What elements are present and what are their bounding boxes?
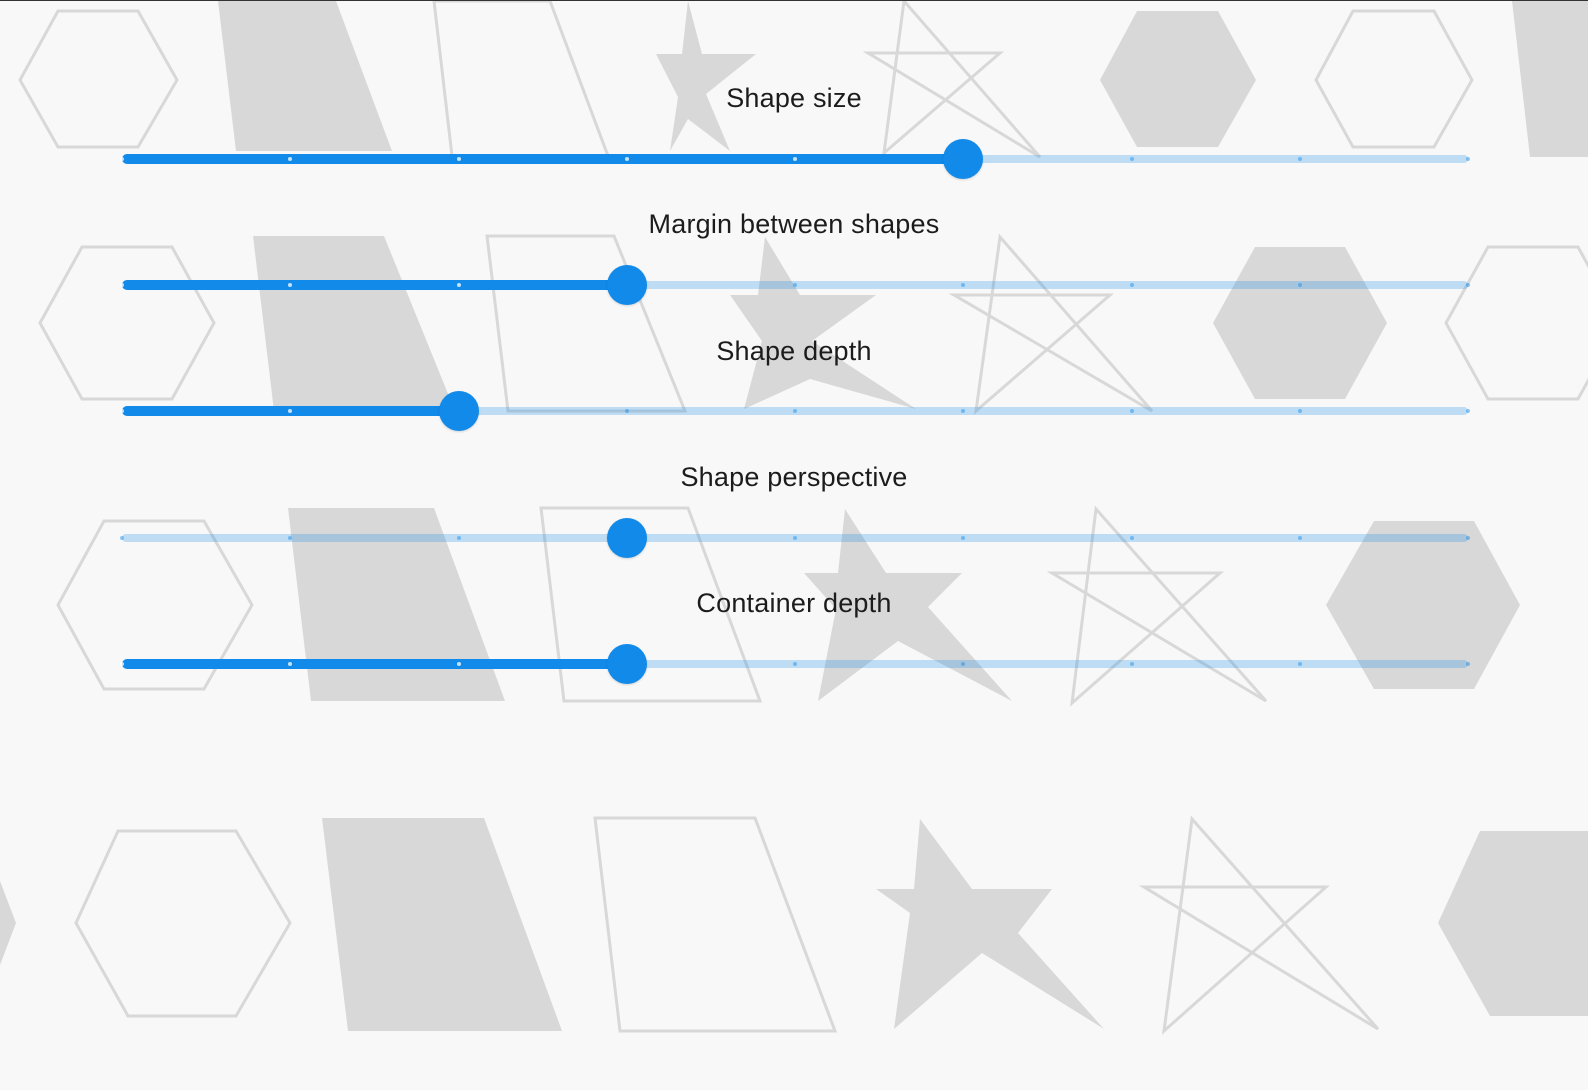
star-filled-icon bbox=[656, 1, 756, 151]
slider-track-active bbox=[122, 659, 627, 669]
shape-depth-slider[interactable] bbox=[120, 391, 1470, 431]
trapezoid-outline-icon bbox=[593, 816, 838, 1033]
slider-tick bbox=[288, 283, 293, 287]
trapezoid-outline-icon bbox=[485, 234, 688, 413]
trapezoid-outline-icon bbox=[539, 506, 763, 703]
shapes-row-1 bbox=[18, 1, 1588, 159]
container-depth-label: Container depth bbox=[696, 588, 892, 618]
slider-tick bbox=[456, 157, 461, 161]
shapes-row-3 bbox=[56, 505, 1520, 707]
trapezoid-filled-icon bbox=[1512, 1, 1588, 157]
slider-tick bbox=[288, 662, 293, 666]
margin-between-shapes-slider[interactable] bbox=[120, 265, 1470, 305]
slider-thumb[interactable] bbox=[606, 644, 647, 684]
slider-tick bbox=[624, 409, 629, 413]
slider-tick bbox=[961, 536, 966, 540]
slider-tick bbox=[1129, 157, 1134, 161]
slider-tick bbox=[1129, 409, 1134, 413]
slider-tick bbox=[120, 157, 124, 161]
slider-track-inactive bbox=[122, 534, 1468, 542]
slider-tick bbox=[456, 536, 461, 540]
star-outline-icon bbox=[862, 1, 1042, 159]
star-filled-icon bbox=[730, 237, 916, 409]
slider-tick bbox=[1129, 536, 1134, 540]
slider-track-inactive bbox=[122, 660, 1468, 668]
slider-tick bbox=[793, 536, 797, 540]
slider-tick bbox=[120, 536, 124, 540]
slider-tick bbox=[793, 157, 797, 161]
slider-tick bbox=[1297, 536, 1302, 540]
slider-tick bbox=[793, 662, 797, 666]
hexagon-outline-icon bbox=[74, 829, 292, 1018]
slider-tick bbox=[120, 662, 124, 666]
slider-tick bbox=[1297, 283, 1302, 287]
slider-tick bbox=[120, 409, 124, 413]
hexagon-filled-icon bbox=[1326, 521, 1520, 689]
slider-track-inactive bbox=[122, 407, 1468, 415]
slider-tick bbox=[1297, 409, 1302, 413]
slider-tick bbox=[793, 409, 797, 413]
slider-tick bbox=[1466, 409, 1470, 413]
hexagon-filled-icon bbox=[0, 881, 16, 965]
shape-depth-label: Shape depth bbox=[716, 336, 872, 366]
slider-tick bbox=[1466, 283, 1470, 287]
star-outline-icon bbox=[1046, 505, 1268, 707]
star-filled-icon bbox=[876, 819, 1104, 1029]
slider-tick bbox=[288, 536, 293, 540]
trapezoid-outline-icon bbox=[432, 1, 611, 158]
slider-thumb[interactable] bbox=[606, 265, 647, 305]
shapes-row-4 bbox=[0, 815, 1588, 1035]
hexagon-filled-icon bbox=[1213, 247, 1387, 399]
margin-between-shapes-label: Margin between shapes bbox=[648, 209, 940, 239]
slider-tick bbox=[961, 283, 966, 287]
slider-tick bbox=[1466, 662, 1470, 666]
hexagon-outline-icon bbox=[56, 519, 254, 691]
slider-thumb[interactable] bbox=[438, 391, 479, 431]
slider-tick bbox=[456, 662, 461, 666]
slider-tick bbox=[1297, 662, 1302, 666]
hexagon-outline-icon bbox=[1444, 245, 1588, 401]
slider-tick bbox=[1466, 157, 1470, 161]
trapezoid-filled-icon bbox=[322, 818, 562, 1031]
star-filled-icon bbox=[804, 509, 1012, 701]
slider-tick bbox=[1129, 662, 1134, 666]
slider-tick bbox=[1466, 536, 1470, 540]
star-outline-icon bbox=[1138, 815, 1380, 1035]
container-depth-slider[interactable] bbox=[120, 644, 1470, 684]
slider-tick bbox=[120, 283, 124, 287]
hexagon-outline-icon bbox=[1314, 9, 1474, 149]
slider-track-active bbox=[122, 280, 627, 290]
slider-tick bbox=[624, 157, 629, 161]
slider-tick bbox=[1129, 283, 1134, 287]
slider-tick bbox=[961, 662, 966, 666]
shape-perspective-slider[interactable] bbox=[120, 518, 1470, 558]
slider-thumb[interactable] bbox=[943, 139, 984, 179]
shapes-row-2 bbox=[38, 233, 1588, 415]
slider-tick bbox=[456, 283, 461, 287]
hexagon-outline-icon bbox=[18, 9, 179, 149]
slider-tick bbox=[1297, 157, 1302, 161]
slider-tick bbox=[288, 157, 293, 161]
slider-tick bbox=[288, 409, 293, 413]
star-outline-icon bbox=[948, 233, 1154, 415]
hexagon-outline-icon bbox=[38, 245, 216, 401]
trapezoid-filled-icon bbox=[218, 1, 392, 151]
shape-size-label: Shape size bbox=[726, 83, 862, 113]
trapezoid-filled-icon bbox=[288, 508, 505, 701]
shape-perspective-label: Shape perspective bbox=[680, 462, 908, 492]
hexagon-filled-icon bbox=[1100, 11, 1256, 147]
hexagon-filled-icon bbox=[1438, 831, 1588, 1016]
shape-size-slider[interactable] bbox=[120, 139, 1470, 179]
slider-track-active bbox=[122, 154, 964, 164]
slider-thumb[interactable] bbox=[606, 518, 647, 558]
slider-tick bbox=[793, 283, 797, 287]
slider-tick bbox=[961, 409, 966, 413]
trapezoid-filled-icon bbox=[253, 236, 455, 411]
slider-track-inactive bbox=[122, 281, 1468, 289]
